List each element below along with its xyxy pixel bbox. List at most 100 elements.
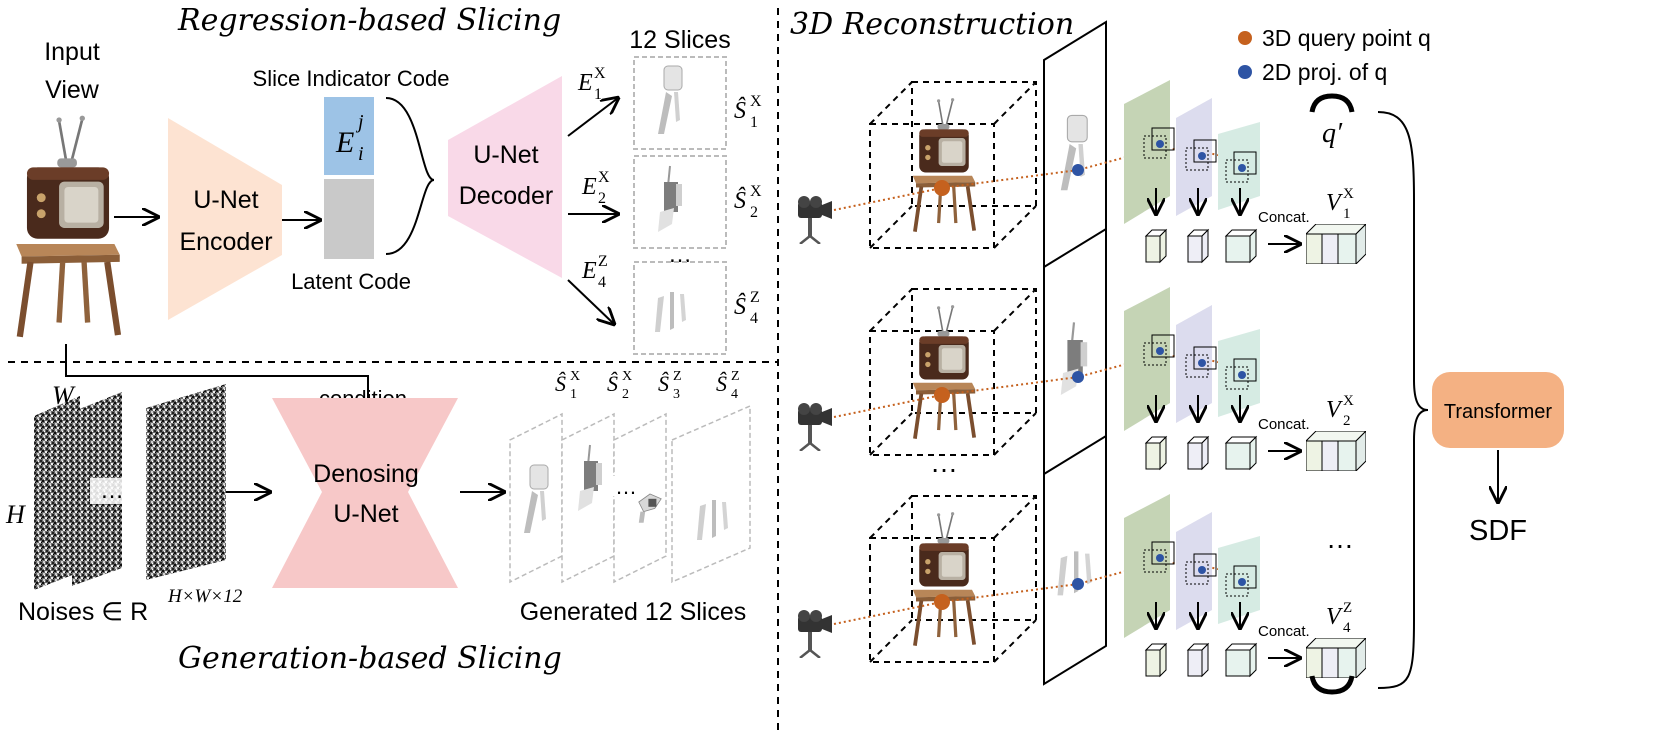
tv-object-image xyxy=(913,305,975,439)
slice-plane xyxy=(1043,20,1107,272)
denoise-label-line1: Denosing xyxy=(313,460,419,488)
svg-text:X: X xyxy=(594,65,606,82)
sample-window xyxy=(1185,561,1209,585)
denoising-unet-shape xyxy=(272,398,458,588)
latent-code-label: Latent Code xyxy=(291,269,411,294)
sampled-feature-1-side xyxy=(1159,228,1167,264)
svg-text:X: X xyxy=(750,183,762,200)
sample-window-back xyxy=(1193,346,1217,370)
svg-text:Z: Z xyxy=(598,253,608,270)
volume-cube-edge xyxy=(869,619,913,663)
generated-slices-label: Generated 12 Slices xyxy=(520,598,747,626)
feature-projection-dot xyxy=(1156,140,1164,148)
projection-dot xyxy=(1072,371,1084,383)
generated-slice-label-2: Ŝ X 2 xyxy=(607,369,632,402)
sampled-feature-2-front xyxy=(1187,649,1203,677)
volume-label-sub: 2 xyxy=(1343,413,1351,429)
sample-window-back xyxy=(1193,139,1217,163)
sampled-feature-2-front xyxy=(1187,235,1203,263)
feature-map-1 xyxy=(1124,287,1170,431)
feature-volume-ellipsis: … xyxy=(1326,523,1354,554)
sampled-feature-3-side xyxy=(1249,228,1257,264)
sampled-feature-3-front xyxy=(1225,442,1251,470)
noise-map-1 xyxy=(34,396,80,590)
transformer-block xyxy=(1432,372,1564,448)
slice-thumbnail-4 xyxy=(633,261,727,355)
svg-text:1: 1 xyxy=(594,86,602,103)
noise-map-3 xyxy=(146,384,226,580)
sample-window xyxy=(1225,366,1249,390)
sampled-feature-1-side xyxy=(1159,435,1167,471)
svg-text:X: X xyxy=(570,369,580,384)
svg-text:4: 4 xyxy=(598,274,606,291)
svg-text:X: X xyxy=(622,369,632,384)
volume-cube-edge xyxy=(993,412,1037,456)
legend-query-point-dot xyxy=(1238,31,1252,45)
volume-cube-edge xyxy=(993,495,1037,539)
unet-encoder-shape xyxy=(168,118,282,320)
latent-code-block xyxy=(324,179,374,259)
sample-window xyxy=(1143,342,1167,366)
sampled-feature-1-front xyxy=(1145,649,1161,677)
svg-text:Z: Z xyxy=(673,369,682,384)
svg-text:Ŝ: Ŝ xyxy=(734,293,746,320)
encoder-label-line1: U-Net xyxy=(193,186,258,214)
svg-text:2: 2 xyxy=(750,204,758,221)
slice-indicator-code-block xyxy=(324,97,374,175)
legend-projection-label: 2D proj. of q xyxy=(1262,59,1387,85)
sampled-feature-3-front xyxy=(1225,649,1251,677)
feature-projection-dot xyxy=(1198,359,1206,367)
concatenated-feature-volume xyxy=(1306,224,1366,264)
svg-text:Noises ∈ R: Noises ∈ R xyxy=(18,598,148,626)
volume-cube-edge xyxy=(869,288,913,332)
merge-brace xyxy=(385,97,435,255)
transformer-label: Transformer xyxy=(1444,401,1553,423)
svg-text:2: 2 xyxy=(622,387,629,402)
svg-text:Z: Z xyxy=(750,289,760,306)
sampled-feature-2-side xyxy=(1201,435,1209,471)
sample-window-back xyxy=(1151,541,1175,565)
query-ray xyxy=(833,560,1251,625)
feature-projection-dot xyxy=(1198,566,1206,574)
volume-cube-edge xyxy=(869,81,913,125)
sampled-feature-2-side xyxy=(1201,642,1209,678)
output-code-label-1: E X 1 xyxy=(577,65,606,103)
svg-text:Z: Z xyxy=(731,369,740,384)
svg-text:E: E xyxy=(581,258,597,284)
volume-cube-edge xyxy=(869,205,913,249)
generated-slice-label-4: Ŝ Z 4 xyxy=(716,369,740,402)
feature-projection-dot xyxy=(1238,164,1246,172)
svg-text:E: E xyxy=(577,70,593,96)
svg-text:1: 1 xyxy=(570,387,577,402)
query-ray xyxy=(833,353,1251,418)
sample-window-back xyxy=(1193,553,1217,577)
query-point-dot xyxy=(934,594,950,610)
aggregation-brace xyxy=(1377,111,1429,689)
feature-map-1 xyxy=(1124,494,1170,638)
sampled-feature-3-front xyxy=(1225,235,1251,263)
generation-section-title: Generation-based Slicing xyxy=(178,641,562,676)
volume-cube-back xyxy=(911,81,1037,207)
svg-text:Ŝ: Ŝ xyxy=(734,97,746,124)
output-slice-label-2: Ŝ X 2 xyxy=(734,183,762,221)
sampled-feature-3-side xyxy=(1249,642,1257,678)
arrow-decoder-to-slice-1 xyxy=(567,98,618,137)
svg-text:3: 3 xyxy=(673,387,680,402)
svg-text:Ŝ: Ŝ xyxy=(734,187,746,214)
sample-window xyxy=(1185,354,1209,378)
sample-window-back xyxy=(1151,127,1175,151)
regression-section-title: Regression-based Slicing xyxy=(177,3,561,38)
input-view-label-line2: View xyxy=(45,76,100,104)
volume-cube-edge xyxy=(993,288,1037,332)
sample-window xyxy=(1225,573,1249,597)
legend: 3D query point q 2D proj. of q xyxy=(1238,25,1431,85)
svg-text:E: E xyxy=(581,174,597,200)
svg-text:X: X xyxy=(598,169,610,186)
indicator-code-superscript: j xyxy=(355,111,364,133)
svg-text:Ŝ: Ŝ xyxy=(658,371,669,396)
volume-label-sup: Z xyxy=(1343,600,1352,616)
indicator-code-symbol: E xyxy=(335,126,354,159)
